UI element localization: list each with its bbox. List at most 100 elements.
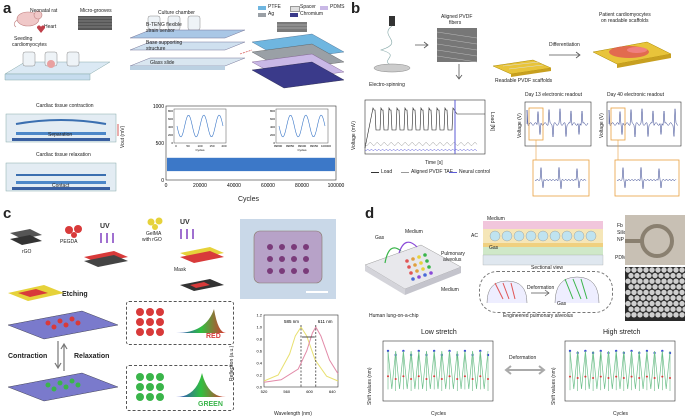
device-photo <box>240 219 336 299</box>
sem-sphere <box>625 267 631 273</box>
sem-sphere <box>655 312 661 318</box>
sectional-view-text: Sectional view <box>531 265 563 271</box>
aligned-fibers-image <box>436 28 478 63</box>
gas-text: Gas <box>375 235 385 241</box>
chart-a-inset-xtick: 99950 <box>310 144 319 148</box>
relaxation-text: Cardiac tissue relaxation <box>36 152 91 158</box>
sem-sphere <box>643 278 649 284</box>
silica-text: Silica <box>617 230 629 236</box>
micro-grooves-image <box>78 16 112 30</box>
chart-b2-trace <box>526 108 589 138</box>
sem-sphere <box>646 295 652 301</box>
readable-text: Readable PVDF scaffolds <box>495 78 553 84</box>
double-arrow <box>504 365 546 375</box>
panel-d: d Gas Medium Pulmonary alveolus Medium H… <box>345 205 685 419</box>
chart-c-ytick: 0.4 <box>256 361 262 366</box>
chart-c-annotation-611: 611 nm <box>318 319 333 324</box>
chart-a-xtick: 80000 <box>295 183 309 189</box>
chart-a-xtick: 40000 <box>227 183 241 189</box>
chart-d2-point-mid <box>622 377 625 379</box>
sem-sphere <box>679 312 685 318</box>
cycle-arrows <box>54 341 68 371</box>
sem-sphere <box>637 312 643 318</box>
legend-swatch-ptfe <box>258 6 266 10</box>
sem-sphere <box>652 306 658 312</box>
chart-d2-point-mid <box>661 375 664 378</box>
sem-sphere <box>625 289 631 296</box>
sem-sphere <box>667 267 673 273</box>
heart-text: Heart <box>44 24 57 30</box>
chart-a-data-band <box>167 157 335 172</box>
panel-d-label: d <box>365 205 375 222</box>
sem-sphere <box>634 272 640 279</box>
chart-c-ytick: 1.2 <box>256 313 262 318</box>
sem-sphere <box>628 295 634 301</box>
chart-d1-point-mid <box>463 375 466 378</box>
red-lattice <box>136 308 164 336</box>
red-spectrum <box>176 309 226 333</box>
arrow-1 <box>415 41 429 49</box>
sem-sphere <box>652 272 658 279</box>
gas-text-3: Gas <box>557 301 567 307</box>
bteng-text-2: strain sensor <box>146 28 175 34</box>
sem-sphere <box>676 306 682 312</box>
chart-d1-frame <box>382 340 494 402</box>
medium-text-1: Medium <box>405 229 423 235</box>
etched-layer <box>8 285 64 301</box>
chart-a-inset-ytick: 600 <box>270 117 275 121</box>
sem-sphere <box>646 272 652 279</box>
time-label: Time [s] <box>425 160 443 166</box>
voltage-mv-label: Voltage (mV) <box>351 121 357 150</box>
chart-d2-zigzag <box>569 350 671 390</box>
chart-d2-point-mid <box>584 375 587 378</box>
chart-d2-point-mid <box>645 375 648 378</box>
sem-sphere <box>676 272 682 279</box>
panel-b-label: b <box>351 0 361 17</box>
sem-sphere <box>673 267 679 273</box>
np-text: NP <box>617 237 624 243</box>
ac-text: AC <box>471 233 478 239</box>
rgo-text: rGO <box>22 249 32 255</box>
chart-a-inset-ytick: 600 <box>168 117 173 121</box>
red-text: RED <box>206 333 221 340</box>
legend-line-load <box>371 172 379 173</box>
chart-d2-frame <box>564 340 676 402</box>
chart-b3-zoom-frame <box>614 159 680 197</box>
sem-sphere <box>679 278 685 284</box>
chart-a-inset-ytick: 0 <box>171 141 173 145</box>
chart-a-inset-xtick: 150 <box>209 144 214 148</box>
human-chip-text: Human lung-on-a-chip <box>369 313 419 319</box>
sem-sphere <box>655 267 661 273</box>
relaxed-structure <box>7 372 119 402</box>
legend-swatch-chromium <box>290 13 298 17</box>
sem-sphere <box>667 289 673 296</box>
sem-sphere <box>640 284 646 290</box>
arrow-2 <box>455 64 463 80</box>
relaxation-text-c: Relaxation <box>74 353 110 360</box>
layer-stack-2 <box>180 247 224 263</box>
sem-sphere <box>652 295 658 301</box>
chart-a-ytick: 0 <box>161 178 164 184</box>
sem-sphere <box>661 312 667 318</box>
sem-sphere <box>646 284 652 290</box>
pulmonary-text-1: Pulmonary <box>441 251 465 257</box>
aligned-text-2: fibers <box>449 20 462 26</box>
sem-sphere <box>658 272 664 279</box>
sem-sphere <box>673 278 679 284</box>
shift-ylabel-1: Shift values (nm) <box>367 367 373 405</box>
chart-b1-load-line <box>364 106 485 149</box>
sem-sphere <box>658 306 664 312</box>
sem-image-ring <box>625 215 685 265</box>
sem-sphere <box>676 295 682 301</box>
chart-c-ylabel: Reflection (a.u.) <box>229 345 235 381</box>
gelma-molecules <box>147 217 163 230</box>
sem-sphere <box>625 278 631 284</box>
rgo-layers <box>10 229 42 245</box>
sem-sphere <box>661 289 667 296</box>
sem-sphere <box>682 272 685 279</box>
chart-b-day40 <box>606 101 682 197</box>
sem-sphere <box>631 278 637 284</box>
legend-load: Load <box>381 169 393 175</box>
sem-sphere <box>664 306 670 312</box>
sem-sphere <box>640 306 646 312</box>
